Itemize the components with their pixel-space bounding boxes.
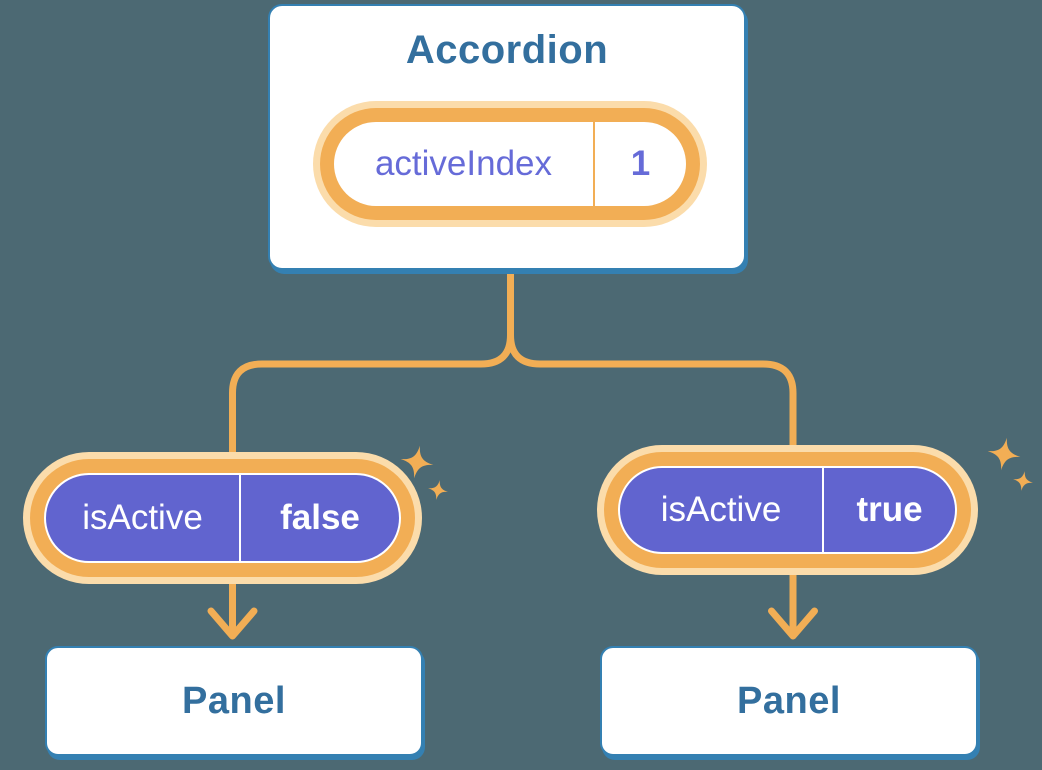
pill-body: activeIndex 1 — [334, 122, 686, 206]
pill-body: isActive false — [44, 473, 401, 563]
pill-divider — [593, 122, 595, 206]
state-value-label: false — [280, 498, 360, 537]
state-value-label: true — [856, 490, 923, 529]
arrow-down-icon-right — [768, 607, 818, 640]
pill-divider — [822, 468, 824, 552]
pill-divider — [239, 475, 241, 561]
pill-ring: isActive true — [604, 452, 971, 568]
pill-body: isActive true — [618, 466, 957, 554]
sparkle-icon — [984, 434, 1024, 474]
panel-label: Panel — [737, 679, 841, 722]
connector-right-branch — [507, 268, 797, 635]
state-pill-isactive-true: isActive true — [597, 445, 978, 575]
sparkle-icon — [1011, 469, 1035, 493]
state-name-label: isActive — [82, 498, 203, 537]
arrow-down-icon-left — [207, 607, 258, 640]
panel-card-right: Panel — [600, 646, 978, 756]
pill-ring: isActive false — [30, 459, 415, 577]
state-name-label: isActive — [660, 490, 782, 529]
state-pill-activeindex: activeIndex 1 — [313, 101, 707, 227]
state-pill-isactive-false: isActive false — [23, 452, 422, 584]
state-name-label: activeIndex — [374, 144, 553, 183]
panel-label: Panel — [182, 679, 286, 722]
panel-card-left: Panel — [45, 646, 423, 756]
sparkle-icon — [426, 478, 450, 502]
pill-ring: activeIndex 1 — [320, 108, 700, 220]
component-title: Accordion — [405, 28, 609, 72]
state-value-label: 1 — [630, 144, 651, 183]
